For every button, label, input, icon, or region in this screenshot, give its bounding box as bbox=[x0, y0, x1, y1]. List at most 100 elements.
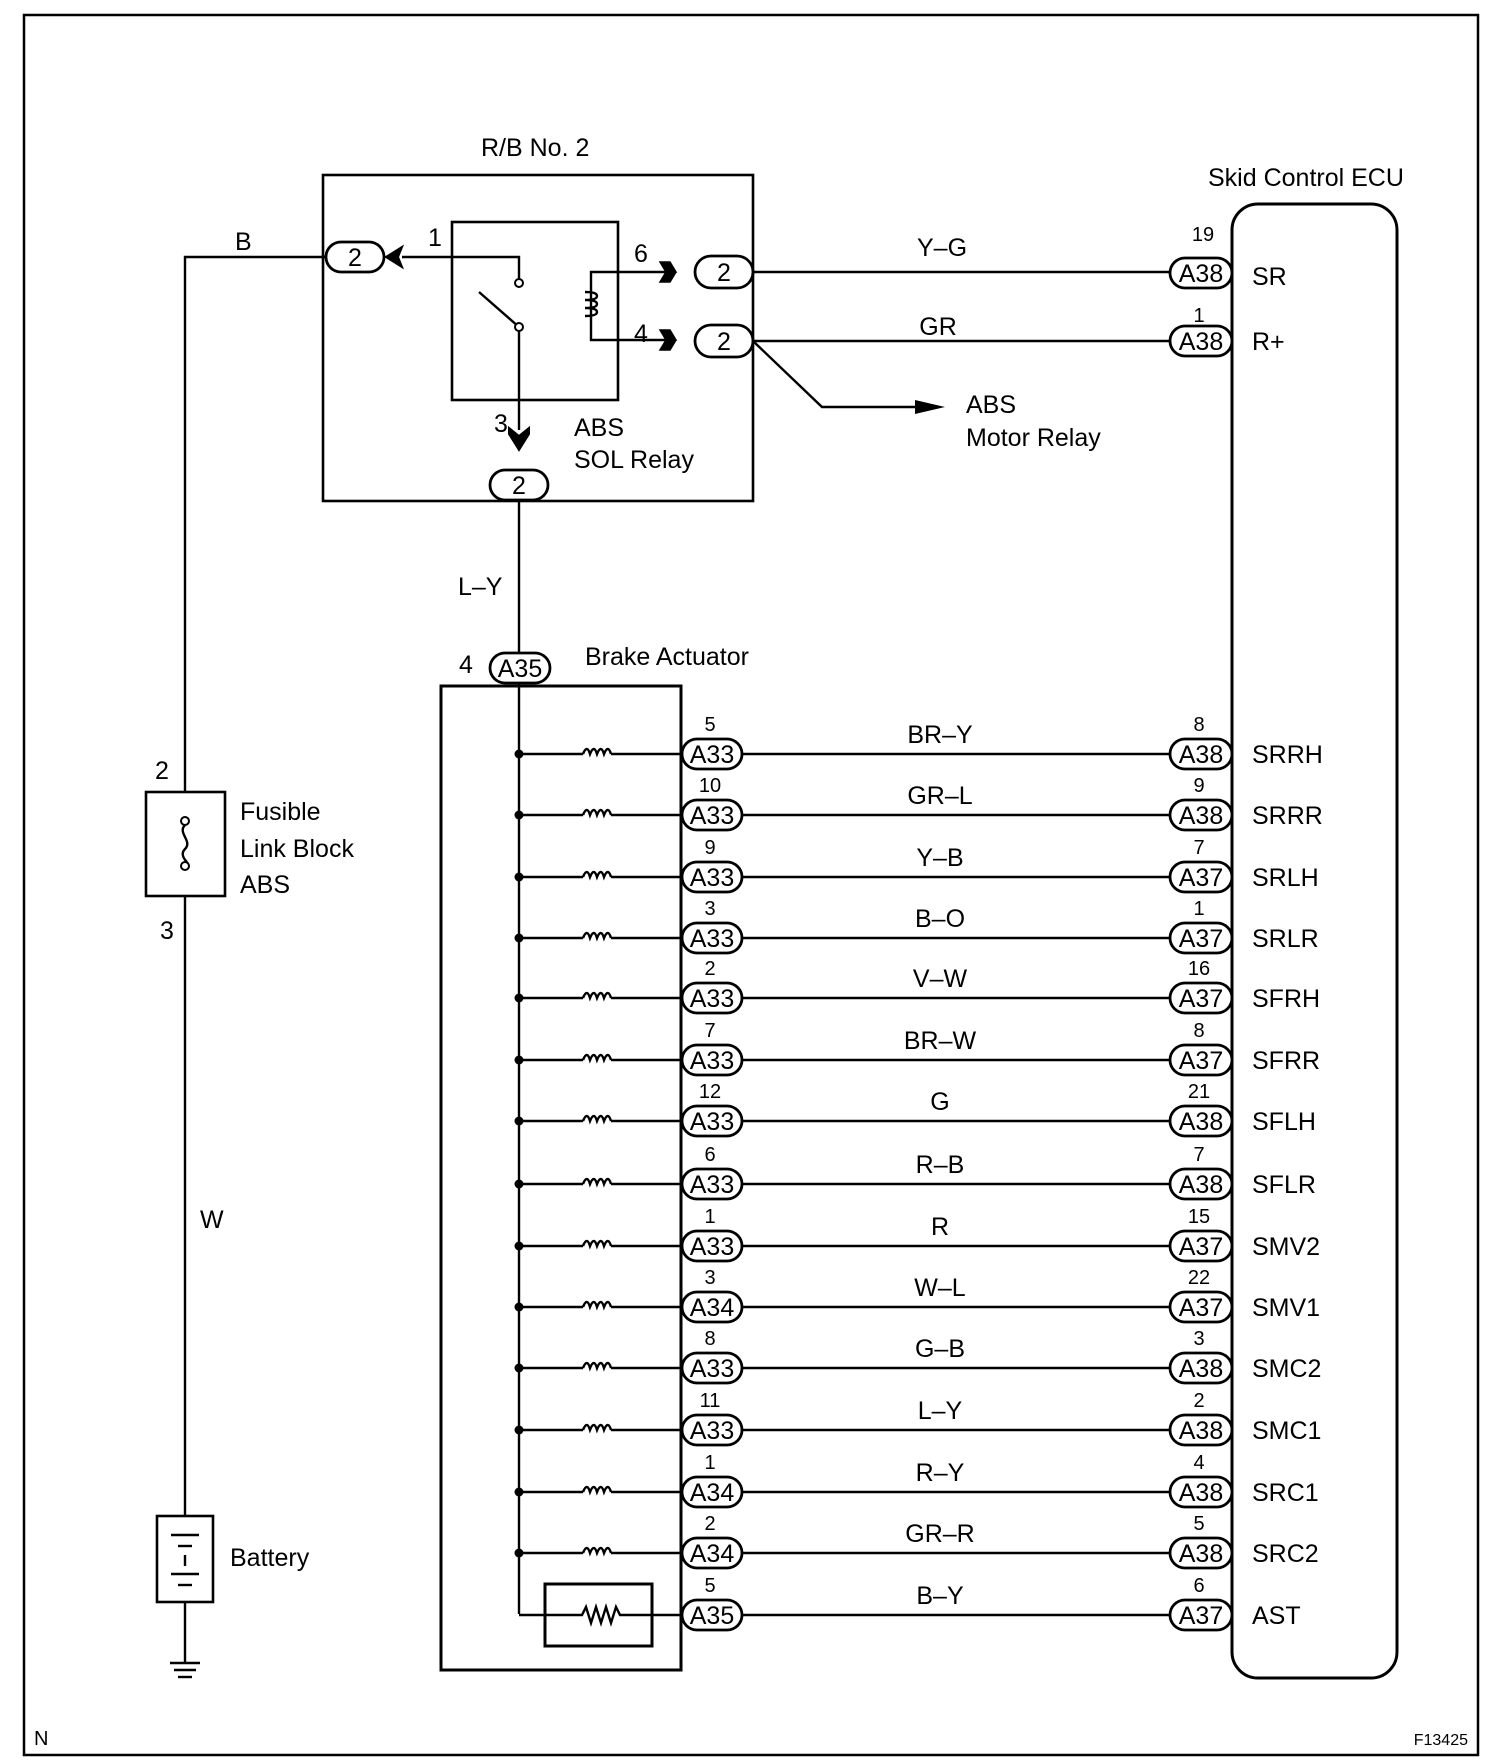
wire-to-motor-relay bbox=[752, 340, 920, 409]
actuator-connector bbox=[680, 737, 744, 771]
actuator-connector-label: A35 bbox=[690, 1602, 734, 1630]
ecu-connector-label: A38 bbox=[1179, 1355, 1223, 1383]
actuator-connector bbox=[680, 798, 744, 832]
actuator-pin-number: 8 bbox=[704, 1328, 715, 1350]
svg-text:2: 2 bbox=[717, 328, 731, 356]
ecu-pin-r-plus: 1 A38 R+ bbox=[1168, 305, 1285, 358]
ecu-terminal-name: SRC2 bbox=[1252, 1540, 1319, 1568]
svg-text:A38: A38 bbox=[1179, 328, 1223, 356]
ecu-terminal-name: SFLR bbox=[1252, 1171, 1316, 1199]
corner-label-right: F13425 bbox=[1414, 1732, 1468, 1749]
ecu-pin-number: 8 bbox=[1193, 714, 1204, 736]
ecu-pin-number: 5 bbox=[1193, 1513, 1204, 1535]
solenoid-coil-icon bbox=[581, 870, 613, 881]
solenoid-coil-icon bbox=[581, 1239, 613, 1250]
ecu-connector-label: A37 bbox=[1179, 1233, 1223, 1261]
relay-pin-1: 1 bbox=[428, 224, 442, 252]
ecu-terminal-name: SRLH bbox=[1252, 864, 1319, 892]
ecu-pin-number: 7 bbox=[1193, 1144, 1204, 1166]
ecu-connector bbox=[1168, 1475, 1234, 1509]
relay-contact-upper bbox=[514, 278, 524, 288]
ecu-connector-label: A38 bbox=[1179, 802, 1223, 830]
solenoid-coil-icon bbox=[581, 1423, 613, 1434]
fusible-link-box bbox=[144, 790, 227, 898]
motor-relay-label-1: ABS bbox=[966, 391, 1016, 419]
svg-text:2: 2 bbox=[512, 472, 526, 500]
wire-gr-label: GR bbox=[919, 313, 957, 341]
fuse-pin-top: 2 bbox=[155, 757, 169, 785]
actuator-connector bbox=[680, 1104, 744, 1138]
ecu-pin-sr: 19 A38 SR bbox=[1168, 224, 1287, 291]
actuator-connector-label: A34 bbox=[690, 1479, 735, 1507]
actuator-connector-label: A33 bbox=[690, 1047, 734, 1075]
solenoid-coil-icon bbox=[581, 1485, 613, 1496]
ecu-terminal-name: SRRR bbox=[1252, 802, 1323, 830]
battery-label: Battery bbox=[230, 1544, 310, 1572]
a35-connector-top: A35 bbox=[488, 651, 552, 685]
actuator-connector-label: A33 bbox=[690, 925, 734, 953]
actuator-pin-number: 9 bbox=[704, 837, 715, 859]
rb-connector-yg: 2 bbox=[693, 254, 755, 290]
actuator-connector-label: A33 bbox=[690, 802, 734, 830]
ecu-terminal-name: SMC1 bbox=[1252, 1417, 1321, 1445]
ecu-terminal-name: SFRH bbox=[1252, 985, 1320, 1013]
ecu-connector bbox=[1168, 1536, 1234, 1570]
ecu-connector-label: A37 bbox=[1179, 1294, 1223, 1322]
wire-color-label: Y–B bbox=[916, 844, 963, 872]
solenoid-coil-icon bbox=[581, 808, 613, 819]
brake-actuator-label: Brake Actuator bbox=[585, 643, 749, 671]
ecu-connector bbox=[1168, 1167, 1234, 1201]
actuator-connector bbox=[680, 1290, 744, 1324]
ecu-connector-label: A38 bbox=[1179, 1417, 1223, 1445]
actuator-connector bbox=[680, 1229, 744, 1263]
ecu-terminal-name: AST bbox=[1252, 1602, 1301, 1630]
ecu-pin-number: 15 bbox=[1188, 1206, 1210, 1228]
corner-label-left: N bbox=[34, 1728, 48, 1750]
ecu-connector bbox=[1168, 1043, 1234, 1077]
relay-pin1-lead bbox=[402, 255, 521, 280]
svg-text:2: 2 bbox=[348, 244, 362, 272]
solenoid-coil-icon bbox=[581, 1114, 613, 1125]
ground-icon bbox=[170, 1661, 200, 1679]
terminal-chevron-3 bbox=[508, 425, 530, 452]
ecu-connector-label: A37 bbox=[1179, 864, 1223, 892]
actuator-pin-number: 3 bbox=[704, 1267, 715, 1289]
wire-color-label: G–B bbox=[915, 1335, 965, 1363]
actuator-pin-number: 2 bbox=[704, 958, 715, 980]
ecu-connector bbox=[1168, 1598, 1234, 1632]
actuator-pin-number: 5 bbox=[704, 1575, 715, 1597]
fuse-contact-bottom bbox=[180, 861, 190, 871]
terminal-chevron-1 bbox=[384, 244, 405, 270]
relay-pin-3: 3 bbox=[494, 410, 508, 438]
actuator-pin-number: 12 bbox=[699, 1081, 721, 1103]
ecu-connector-label: A37 bbox=[1179, 925, 1223, 953]
sol-relay-label-1: ABS bbox=[574, 414, 624, 442]
ecu-connector-label: A38 bbox=[1179, 1540, 1223, 1568]
actuator-connector bbox=[680, 1475, 744, 1509]
actuator-connector bbox=[680, 1598, 744, 1632]
ecu-pin-number: 16 bbox=[1188, 958, 1210, 980]
actuator-connector-label: A34 bbox=[690, 1294, 735, 1322]
terminal-chevron-6 bbox=[658, 261, 678, 283]
actuator-pin-number: 3 bbox=[704, 898, 715, 920]
actuator-connector bbox=[680, 1043, 744, 1077]
ecu-connector bbox=[1168, 798, 1234, 832]
ecu-terminal-name: SFRR bbox=[1252, 1047, 1320, 1075]
ecu-connector-label: A37 bbox=[1179, 985, 1223, 1013]
ecu-connector-label: A38 bbox=[1179, 1108, 1223, 1136]
ecu-connector bbox=[1168, 1104, 1234, 1138]
actuator-pin-number: 6 bbox=[704, 1144, 715, 1166]
relay-coil-lead bbox=[589, 270, 675, 342]
fusible-label-1: Fusible bbox=[240, 798, 321, 826]
ecu-terminal-name: SRRH bbox=[1252, 741, 1323, 769]
actuator-connector bbox=[680, 921, 744, 955]
